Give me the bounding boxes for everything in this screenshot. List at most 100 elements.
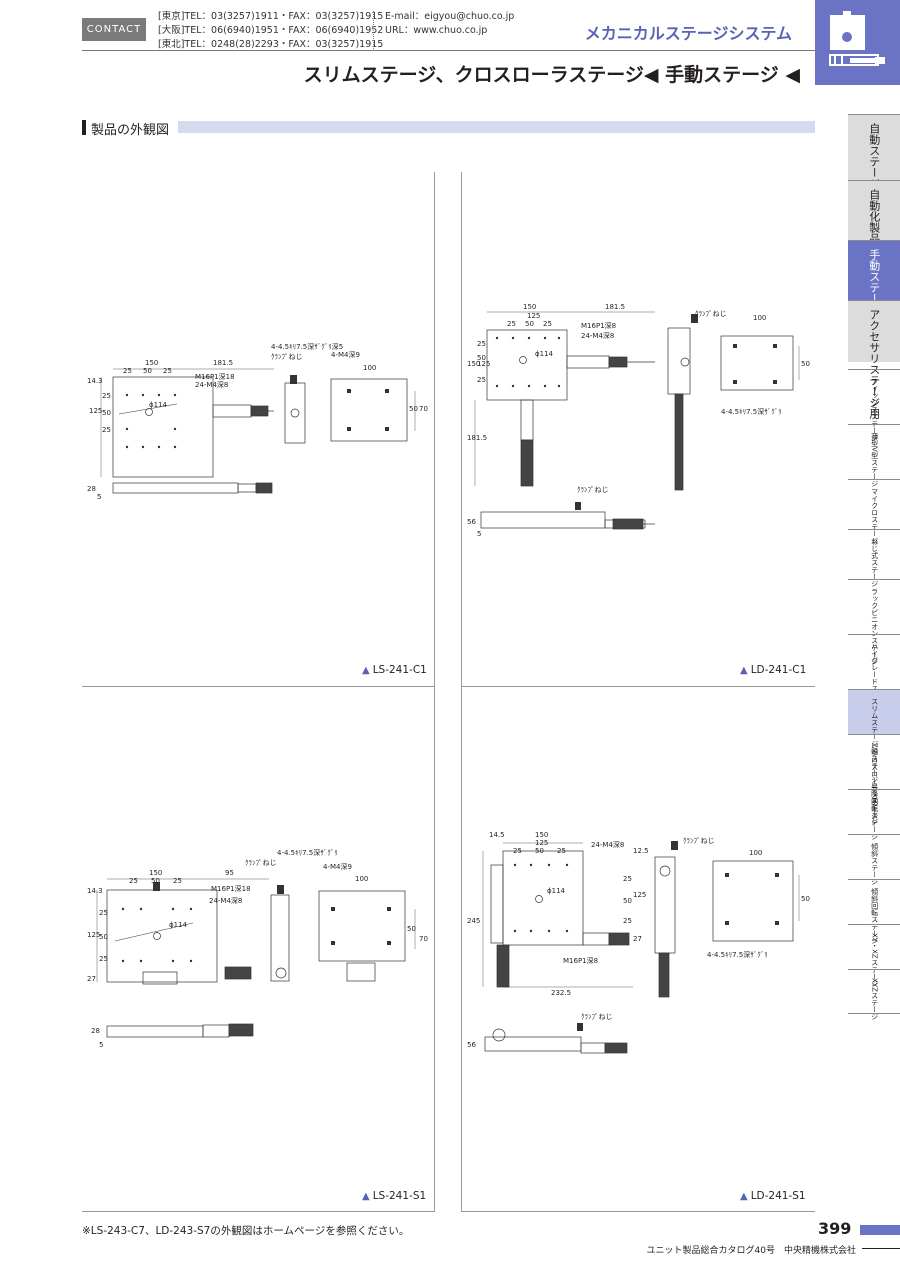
model-label: ▲LS-241-C1	[362, 664, 427, 676]
footnote: ※LS-243-C7、LD-243-S7の外観図はホームページを参照ください。	[82, 1225, 410, 1237]
page-number-bar	[860, 1225, 900, 1235]
drawing-note: M16P1深18	[195, 372, 235, 381]
drawing-note: M16P1深8	[581, 321, 616, 330]
drawing-note: 24-M4深8	[209, 896, 242, 905]
dimension-label: 150	[145, 359, 158, 367]
model-label: ▲LD-241-C1	[740, 664, 806, 676]
nav-item-micro-stage[interactable]: マイクロステージ	[848, 479, 900, 544]
nav-item-rotation-stage[interactable]: 回転ステージ	[848, 789, 900, 840]
nav-item-label: 回転ステージ	[870, 798, 879, 840]
dimension-label: 14.3	[87, 377, 103, 385]
nav-item-fix-stage[interactable]: フィックスステージ	[848, 369, 900, 441]
nav-item-label: ラックピニオンステージ	[870, 588, 879, 665]
series-title: メカニカルステージシステム	[584, 24, 792, 43]
nav-item-manual-stage[interactable]: 手動ステージ	[848, 240, 900, 315]
dimension-label: 100	[753, 314, 766, 322]
email-link[interactable]: E-mail：eigyou@chuo.co.jp	[385, 11, 515, 22]
model-name: LD-241-S1	[750, 1190, 806, 1202]
dimension-label: 50	[102, 409, 111, 417]
dimension-label: 181.5	[605, 303, 625, 311]
nav-item-slim-cross-roller-stage[interactable]: スリムステージ/クロスローラステージ	[848, 689, 900, 819]
nav-item-screw-stage[interactable]: ねじ式ステージ	[848, 529, 900, 587]
dimension-label: 25	[173, 877, 182, 885]
dimension-label: 25	[507, 320, 516, 328]
model-label: ▲LS-241-S1	[362, 1190, 426, 1202]
dimension-label: 27	[87, 975, 96, 983]
grid-divider	[461, 686, 462, 1211]
drawing-note: 4-4.5ｷﾘ7.5深ｻﾞｸﾞﾘ	[707, 950, 768, 959]
dimension-label: 50	[99, 933, 108, 941]
header-rule	[82, 50, 822, 51]
nav-item-rack-pinion-stage[interactable]: ラックピニオンステージ	[848, 579, 900, 665]
nav-item-xyz-stage[interactable]: XYZステージ	[848, 969, 900, 1020]
nav-item-auto-stage[interactable]: 自動ステージ	[848, 114, 900, 189]
nav-item-label: Z軸ステージ昇降ステージ	[870, 743, 879, 825]
dimension-label: 232.5	[551, 989, 571, 997]
office-tohoku: [東北]TEL：0248(28)2293・FAX：03(3257)1915	[158, 38, 383, 52]
office-city: [大阪]	[158, 25, 185, 36]
dimension-label: 28	[91, 1027, 100, 1035]
nav-item-label: マイクロステージ	[870, 488, 879, 544]
category-tab	[815, 0, 900, 85]
nav-item-label: 薄型V型ステージ	[870, 433, 879, 487]
nav-item-label: 手動ステージ	[867, 249, 881, 315]
contact-badge[interactable]: CONTACT	[82, 18, 146, 41]
office-tokyo: [東京]TEL：03(3257)1911・FAX：03(3257)1915	[158, 10, 383, 24]
drawing-ld-241-s1: 14.5 150 125 25 50 25 12.5 25 50 125 25 …	[467, 831, 810, 1054]
header-divider	[373, 11, 374, 51]
drawing-note: 4-4.5ｷﾘ7.5深ｻﾞｸﾞﾘ深5	[271, 342, 343, 351]
dimension-label: 56	[467, 518, 476, 526]
drawing-note: ｸﾗﾝﾌﾟねじ	[271, 353, 303, 361]
catalog-rule	[862, 1248, 900, 1249]
nav-item-tilt-stage[interactable]: 傾斜ステージ	[848, 834, 900, 885]
stage-top-view	[112, 376, 214, 478]
dimension-label: 12.5	[633, 847, 649, 855]
page-number: 399	[818, 1219, 852, 1238]
dimension-label: 25	[513, 847, 522, 855]
nav-item-tilt-rotation-stage[interactable]: 傾斜回転ステージ	[848, 879, 900, 944]
dimension-label: 70	[419, 405, 428, 413]
office-contact-list: [東京]TEL：03(3257)1911・FAX：03(3257)1915 [大…	[158, 10, 383, 52]
stage-top-view	[106, 889, 218, 983]
nav-item-thin-v-stage[interactable]: 薄型V型ステージ	[848, 424, 900, 487]
model-name: LS-241-C1	[372, 664, 427, 676]
dimension-label: 125	[527, 312, 540, 320]
dimension-label: 5	[97, 493, 101, 501]
dimension-label: 25	[99, 909, 108, 917]
drawing-note: ｸﾗﾝﾌﾟねじ	[577, 486, 609, 494]
dimension-label: 50	[477, 354, 486, 362]
nav-item-xy-xz-stage[interactable]: XY・XZステージ	[848, 924, 900, 987]
dimension-label: 14.3	[87, 887, 103, 895]
nav-item-stage-accessories[interactable]: アクセサリステージ用	[848, 300, 900, 419]
office-osaka: [大阪]TEL：06(6940)1951・FAX：06(6940)1952	[158, 24, 383, 38]
up-arrow-icon: ▲	[740, 664, 748, 676]
nav-item-label: 自動ステージ	[867, 123, 881, 189]
dimension-label: 25	[163, 367, 172, 375]
dimension-label: 70	[419, 935, 428, 943]
dimension-label: 25	[123, 367, 132, 375]
section-heading: 製品の外観図	[82, 120, 815, 138]
dimension-label: 100	[363, 364, 376, 372]
section-bar-fill	[178, 121, 815, 133]
nav-item-high-grade-stage[interactable]: ハイグレードステージ	[848, 634, 900, 713]
dimension-label: 50	[151, 877, 160, 885]
drawing-note: M16P1深8	[563, 956, 598, 965]
dimension-label: 50	[623, 897, 632, 905]
drawing-ld-241-c1: 150 181.5 125 25 50 25 150 125 25 50 25 …	[467, 303, 810, 538]
dimension-label: 125	[477, 360, 490, 368]
drawing-note: ϕ114	[169, 921, 188, 929]
drawing-note: ϕ114	[535, 350, 554, 358]
model-name: LD-241-C1	[750, 664, 807, 676]
url-link[interactable]: URL：www.chuo.co.jp	[385, 25, 488, 36]
dimension-label: 50	[525, 320, 534, 328]
drawing-note: ｸﾗﾝﾌﾟねじ	[581, 1013, 613, 1021]
up-arrow-icon: ▲	[740, 1190, 748, 1202]
office-phone-fax: TEL：0248(28)2293・FAX：03(3257)1915	[184, 39, 384, 50]
nav-item-microscope-automation[interactable]: 自動化製品顕微鏡用	[848, 180, 900, 288]
dimension-label: 25	[543, 320, 552, 328]
dimension-label: 50	[801, 360, 810, 368]
catalog-credit: ユニット製品総合カタログ40号 中央精機株式会社	[646, 1246, 856, 1256]
nav-item-z-axis-stage[interactable]: Z軸ステージ昇降ステージ	[848, 734, 900, 825]
dimension-label: 181.5	[467, 434, 487, 442]
nav-item-label: アクセサリステージ用	[867, 309, 881, 419]
